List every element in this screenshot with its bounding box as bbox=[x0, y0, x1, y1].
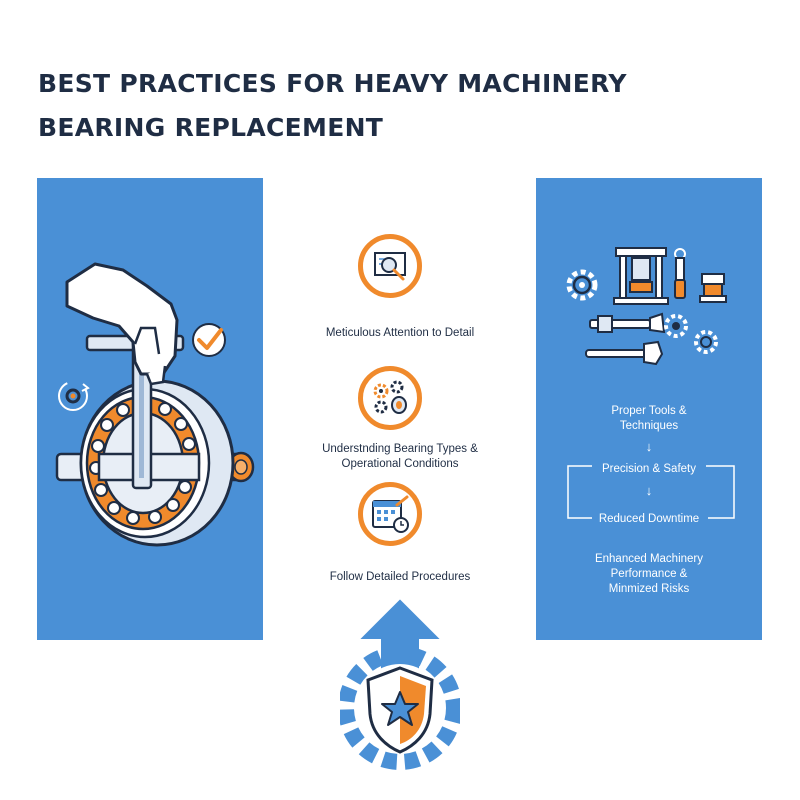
attention-detail-badge bbox=[358, 234, 422, 298]
flow-outcome-line1: Enhanced Machinery bbox=[594, 553, 704, 565]
flow-step-proper-tools-line1: Proper Tools & bbox=[611, 405, 687, 417]
flow-step-proper-tools: Proper Tools & Techniques bbox=[536, 404, 762, 434]
flow-step-proper-tools-line2: Techniques bbox=[619, 420, 679, 432]
attention-detail-label: Meticulous Attention to Detail bbox=[325, 327, 475, 339]
bearing-puller-icon bbox=[699, 273, 727, 303]
bottom-emblem bbox=[340, 596, 460, 770]
title-line-2: BEARING REPLACEMENT bbox=[38, 113, 384, 142]
bearing-types-label-line1: Understnding Bearing Types & bbox=[322, 443, 478, 455]
flow-outcome-line3: Minmized Risks bbox=[608, 583, 690, 595]
calendar-wrench-icon bbox=[372, 495, 409, 533]
magnifier-blueprint-icon bbox=[374, 252, 406, 281]
left-illustration-panel bbox=[37, 178, 263, 640]
rotate-gear-icon bbox=[58, 381, 90, 411]
procedures-label: Follow Detailed Procedures bbox=[329, 571, 471, 583]
bearing-types-label: Understnding Bearing Types & Operational… bbox=[300, 442, 500, 472]
flow-outcome-line2: Performance & bbox=[610, 568, 688, 580]
bearing-types-label-line2: Operational Conditions bbox=[341, 458, 459, 470]
flow-step-precision-safety: Precision & Safety bbox=[602, 463, 696, 475]
screwdriver-icon bbox=[674, 248, 686, 299]
bearing-inspection-illustration bbox=[55, 262, 255, 547]
page-title: BEST PRACTICES FOR HEAVY MACHINERY BEARI… bbox=[38, 62, 718, 150]
right-flow-panel: Proper Tools & Techniques ↓ Precision & … bbox=[536, 178, 762, 640]
title-line-1: BEST PRACTICES FOR HEAVY MACHINERY bbox=[38, 69, 627, 98]
hand-icon bbox=[65, 262, 179, 386]
flow-outcome: Enhanced Machinery Performance & Minmize… bbox=[536, 552, 762, 597]
flow-arrow-2: ↓ bbox=[645, 483, 653, 498]
bearing-types-badge bbox=[358, 366, 422, 430]
tools-illustration bbox=[566, 247, 727, 366]
flow-arrow-1: ↓ bbox=[645, 439, 653, 454]
gears-bearing-icon bbox=[373, 380, 407, 414]
flow-step-reduced-downtime: Reduced Downtime bbox=[598, 513, 700, 525]
wrench-icon bbox=[585, 312, 666, 366]
procedures-badge bbox=[358, 482, 422, 546]
gear-shield-star-icon bbox=[340, 646, 460, 770]
gear-icon bbox=[566, 269, 598, 301]
flow-feedback-loop bbox=[567, 465, 735, 519]
bearing-icon bbox=[79, 379, 235, 547]
checkmark-icon bbox=[192, 323, 226, 357]
gauge-icon bbox=[664, 314, 718, 354]
hydraulic-press-icon bbox=[613, 247, 669, 305]
